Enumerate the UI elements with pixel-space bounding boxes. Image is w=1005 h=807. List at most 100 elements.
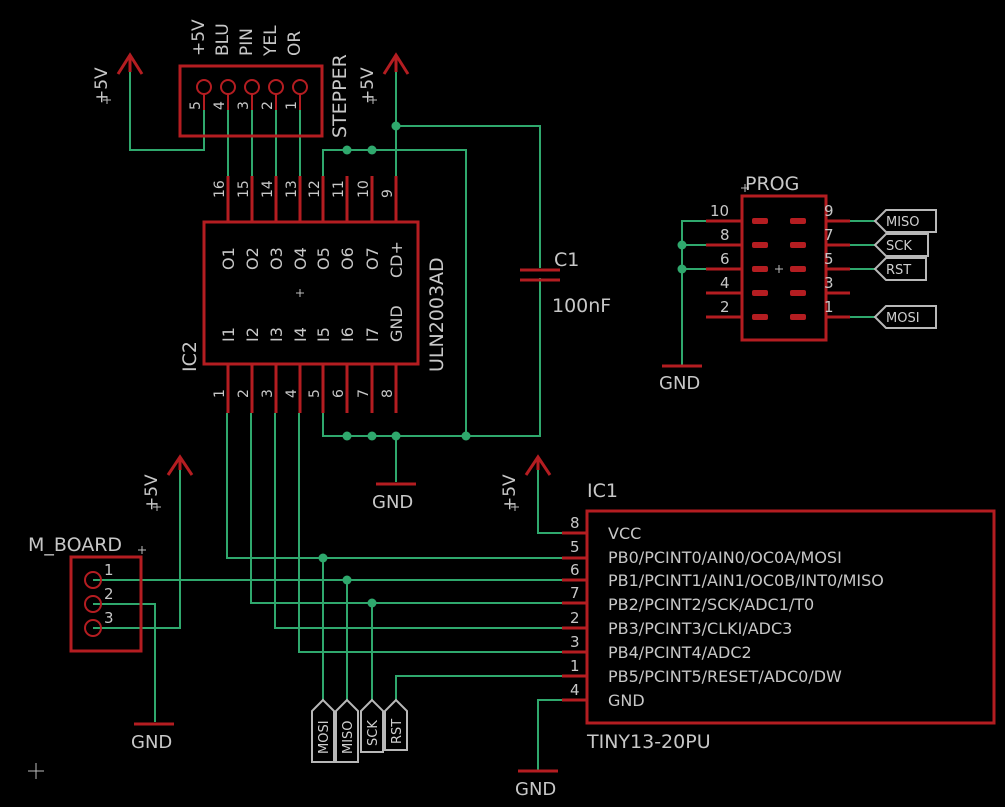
junction — [391, 431, 401, 441]
uln-pin-label: I1 — [219, 327, 238, 342]
mboard-pin-number: 1 — [104, 561, 114, 579]
mcu-pin-label: PB4/PCINT4/ADC2 — [608, 643, 752, 662]
uln-pin-number: 4 — [284, 389, 300, 398]
prog-tag-label: RST — [886, 263, 911, 278]
uln-pin-label: I7 — [363, 327, 382, 342]
mboard-pad — [84, 595, 102, 613]
prog-pin-number: 5 — [824, 250, 834, 268]
net-i2 — [250, 413, 587, 604]
gnd-label: GND — [131, 732, 172, 753]
prog-header — [706, 194, 850, 342]
bottom-tag-label: MISO — [341, 720, 356, 754]
mboard-pin-number: 3 — [104, 609, 114, 627]
vcc-label: +5V — [142, 474, 162, 511]
prog-pin-number: 2 — [720, 298, 730, 316]
mcu-pin-labels: VCC PB0/PCINT0/AIN0/OC0A/MOSI PB1/PCINT1… — [608, 524, 884, 710]
prog-tag-label: MISO — [886, 215, 920, 230]
uln-body — [202, 220, 420, 366]
mboard-name: M_BOARD — [28, 534, 122, 556]
stepper-label: BLU — [213, 23, 233, 56]
mcu-pin-label: PB0/PCINT0/AIN0/OC0A/MOSI — [608, 548, 842, 567]
capacitor-value: 100nF — [552, 295, 611, 317]
uln-pin-number: 10 — [356, 180, 372, 198]
uln-pin-number: 5 — [307, 389, 323, 398]
net-prog-gnd — [681, 220, 706, 365]
mcu-pin-number: 7 — [570, 584, 580, 602]
uln-bottom-pin-numbers: 1 2 3 4 5 6 7 8 — [212, 389, 396, 398]
prog-right-pin-numbers: 9 7 5 3 1 — [824, 202, 834, 316]
mcu-pin-label: GND — [608, 691, 645, 710]
junction — [342, 145, 352, 155]
prog-pins — [706, 219, 850, 319]
net-i3 — [274, 413, 587, 629]
stepper-pad — [268, 79, 284, 95]
mcu-pins — [562, 531, 587, 702]
vcc-arrow — [524, 454, 552, 476]
prog-pin-number: 3 — [824, 274, 834, 292]
stepper-name: STEPPER — [329, 54, 351, 138]
mcu-body — [585, 509, 996, 725]
junction — [342, 575, 352, 585]
uln-pin-number: 9 — [380, 189, 396, 198]
junction — [461, 431, 471, 441]
vcc-arrow — [166, 454, 194, 476]
mboard-connector — [69, 555, 143, 653]
stepper-pin-number: 2 — [260, 101, 276, 110]
mboard-body — [69, 555, 143, 653]
stepper-pad — [196, 79, 212, 95]
mcu-pin-numbers: 8 5 6 7 2 3 1 4 — [570, 514, 580, 699]
uln-pin-number: 14 — [260, 180, 276, 198]
mcu-pin-number: 1 — [570, 657, 580, 675]
uln-pin-number: 6 — [331, 389, 347, 398]
stepper-label: YEL — [261, 25, 281, 57]
nets — [93, 72, 875, 770]
uln-name: IC2 — [179, 341, 201, 372]
net-c1-bottom — [322, 293, 541, 437]
stepper-pin-number: 3 — [236, 101, 252, 110]
mcu-pin-label: PB3/PCINT3/CLKI/ADC3 — [608, 619, 792, 638]
prog-pads — [752, 218, 806, 320]
uln-pin-label: GND — [387, 305, 406, 342]
uln-pin-label: O6 — [338, 247, 357, 270]
vcc-arrow — [116, 52, 144, 75]
gnd-label: GND — [372, 492, 413, 513]
net-mcu-vcc — [537, 470, 587, 534]
mcu-pin-number: 3 — [570, 633, 580, 651]
uln-pin-number: 1 — [212, 389, 228, 398]
net-tag-rst — [395, 675, 587, 700]
uln-pin-label: O2 — [243, 247, 262, 270]
gnd-symbols — [134, 364, 702, 773]
prog-net-tags — [873, 209, 937, 329]
net-stepper-5v — [129, 72, 205, 151]
bottom-net-tags — [311, 698, 408, 763]
uln-top-pin-numbers: 16 15 14 13 12 11 10 9 — [212, 180, 396, 198]
prog-tag-label: MOSI — [886, 311, 920, 326]
uln-pin-label: I4 — [291, 327, 310, 342]
stepper-pin-number: 1 — [284, 101, 300, 110]
stepper-label: OR — [285, 31, 305, 56]
mboard-pin-number: 2 — [104, 585, 114, 603]
net-cd-bus — [322, 149, 467, 436]
bottom-tag-label: RST — [390, 719, 405, 744]
origin-crosses — [28, 96, 783, 779]
bottom-tag-label: SCK — [366, 720, 381, 746]
uln-pin-label: CD+ — [387, 241, 406, 278]
capacitor-name: C1 — [554, 249, 579, 271]
uln-pin-label: I3 — [267, 327, 286, 342]
stepper-labels: +5V BLU PIN YEL OR — [189, 19, 305, 57]
stepper-connector — [178, 64, 324, 138]
attiny-ic — [562, 509, 996, 725]
uln-bottom-pin-labels: I1 I2 I3 I4 I5 I6 I7 GND — [219, 305, 406, 342]
net-i1 — [226, 413, 587, 559]
mcu-pin-label: PB2/PCINT2/SCK/ADC1/T0 — [608, 595, 814, 614]
mboard-pad — [84, 619, 102, 637]
bottom-tag-label: MOSI — [317, 720, 332, 754]
junction — [367, 145, 377, 155]
uln-pin-label: I2 — [243, 327, 262, 342]
uln-pin-number: 8 — [380, 389, 396, 398]
gnd-label: GND — [515, 779, 556, 800]
prog-pin-number: 10 — [710, 202, 729, 220]
stepper-pin-number: 4 — [212, 101, 228, 110]
